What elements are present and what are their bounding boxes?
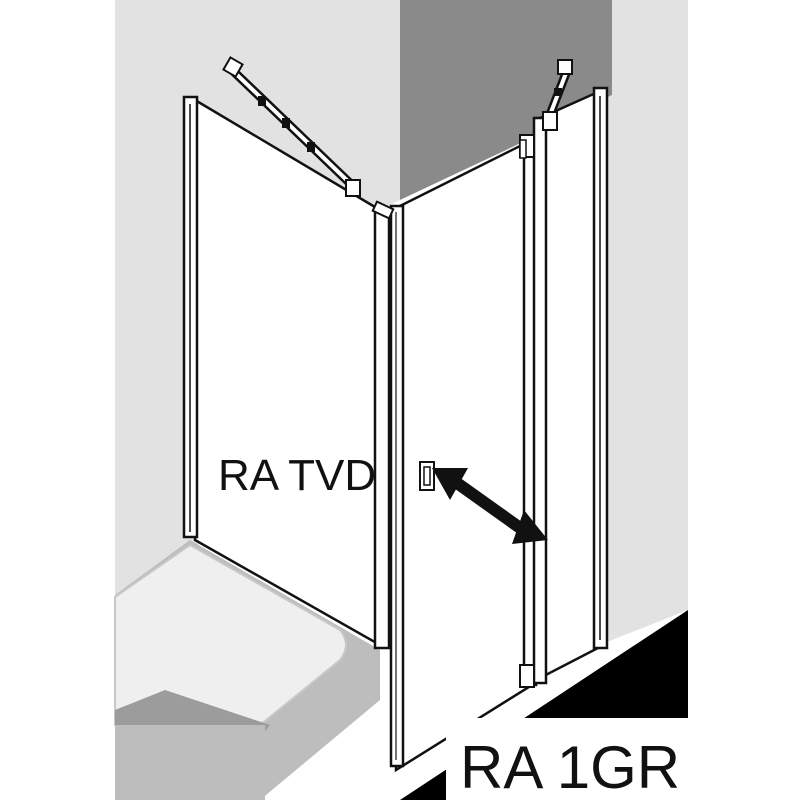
corner-profile-left [373,206,391,650]
handle-icon [419,461,435,491]
door-edge-profile [389,204,405,768]
stabiliser-bar-left [222,56,395,220]
left-panel-label: RA TVD [218,451,376,500]
product-label-box [446,718,688,800]
bottom-hinge [519,664,535,688]
double-arrow-icon [432,468,548,544]
product-code-label: RA 1GR [460,734,680,800]
right-panel-edge [532,116,548,685]
back-wall-dark [400,0,612,200]
floor-front [115,725,265,800]
top-hinge-plate [519,139,527,159]
stabiliser-bar-right [542,59,573,131]
tray-surface [114,543,347,726]
door-glass [394,137,534,773]
right-wall [612,0,688,640]
right-fixed-panel [538,90,600,681]
